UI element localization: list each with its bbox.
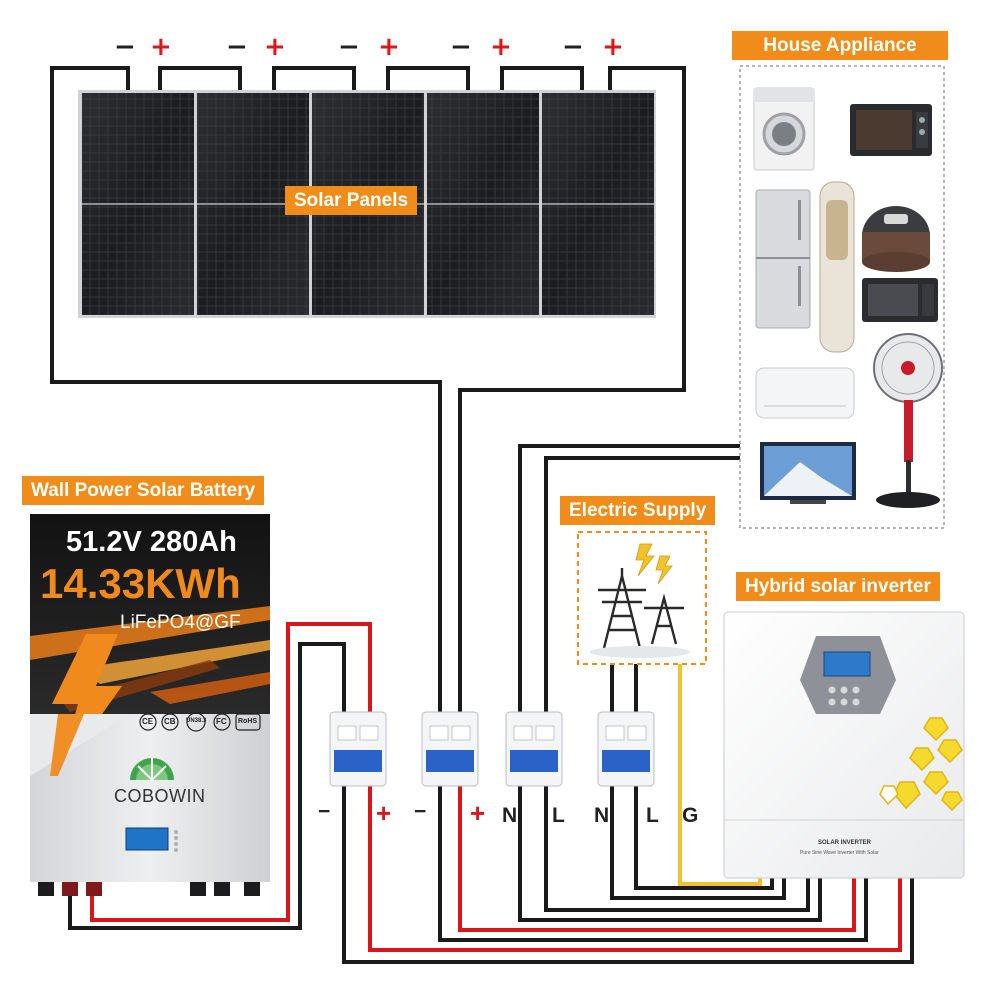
battery-voltage-capacity: 51.2V 280Ah <box>66 526 237 558</box>
breaker-terminal-load-n: N <box>502 804 518 827</box>
breaker-terminal-battery-minus: − <box>318 800 331 823</box>
inverter-buttons <box>828 686 860 706</box>
battery-terminals <box>38 882 260 896</box>
microwave-icon <box>862 278 938 322</box>
cert-rohs: RoHS <box>238 718 258 725</box>
wiring <box>50 66 914 964</box>
panel-terminal-minus: − <box>114 32 136 62</box>
breaker-group <box>329 711 655 787</box>
battery-chemistry: LiFePO4@GF <box>120 612 241 633</box>
refrigerator-icon <box>755 189 811 329</box>
appliance-l-wire <box>544 456 744 718</box>
transmission-tower-icon <box>598 568 684 649</box>
appliance-n-wire <box>518 444 744 718</box>
grid-l-to-inverter <box>634 780 774 890</box>
battery-display <box>125 827 169 851</box>
toaster-oven-icon <box>850 104 932 156</box>
cert-un383: UN38.3 <box>186 718 207 724</box>
label-house-appliance: House Appliance <box>732 31 948 60</box>
hybrid-inverter <box>723 611 965 879</box>
cert-cb: CB <box>164 717 176 726</box>
label-solar-panels: Solar Panels <box>285 186 418 215</box>
breaker-load <box>505 711 563 787</box>
cert-ce: CE <box>142 717 154 726</box>
ground-shadow <box>590 646 690 658</box>
battery-positive-wire <box>90 622 372 922</box>
yellow-diamond-decor <box>879 717 963 812</box>
panel-string-wire <box>158 66 242 92</box>
panel-terminal-minus: − <box>562 32 584 62</box>
solar-panel <box>542 93 654 315</box>
breaker-terminal-load-l: L <box>552 804 565 827</box>
inverter-display <box>823 651 871 677</box>
breaker-pv <box>421 711 479 787</box>
breaker-terminal-ground: G <box>682 804 699 827</box>
label-hybrid-inverter: Hybrid solar inverter <box>736 572 940 601</box>
panel-string-wire <box>386 66 470 92</box>
battery-positive-to-inverter <box>368 780 902 952</box>
solar-panel <box>82 93 194 315</box>
solar-panel <box>427 93 539 315</box>
panel-string-wire <box>458 66 686 718</box>
panel-string-wire <box>50 66 442 718</box>
panel-terminal-plus: + <box>378 32 400 62</box>
panel-string-wire <box>500 66 584 92</box>
sun-logo-icon <box>130 758 174 781</box>
breaker-terminal-grid-n: N <box>594 804 610 827</box>
pv-positive-to-inverter <box>458 780 856 932</box>
battery-negative-to-inverter <box>342 780 914 964</box>
breaker-grid <box>597 711 655 787</box>
certification-marks <box>139 712 261 732</box>
breaker-terminal-pv-minus: − <box>414 800 427 823</box>
grid-n-to-inverter <box>610 780 786 900</box>
panel-terminal-plus: + <box>490 32 512 62</box>
panel-terminal-minus: − <box>338 32 360 62</box>
air-purifier-icon <box>819 181 855 353</box>
solar-panel-array <box>78 90 656 318</box>
air-conditioner-icon <box>755 367 855 419</box>
load-l-to-inverter <box>544 780 810 912</box>
panel-terminal-plus: + <box>602 32 624 62</box>
inverter-model-line1: SOLAR INVERTER <box>818 840 872 846</box>
panel-terminal-minus: − <box>450 32 472 62</box>
pv-negative-to-inverter <box>438 780 868 942</box>
lightning-icon <box>635 543 673 585</box>
battery-buttons <box>174 830 178 852</box>
wall-battery <box>30 514 270 896</box>
washing-machine-icon <box>753 87 815 171</box>
panel-terminal-plus: + <box>150 32 172 62</box>
label-wall-battery: Wall Power Solar Battery <box>22 476 265 505</box>
breaker-battery <box>329 711 387 787</box>
rice-cooker-icon <box>862 206 930 272</box>
battery-energy: 14.33KWh <box>40 560 241 607</box>
television-icon <box>760 442 856 504</box>
breaker-terminal-pv-plus: + <box>470 798 486 828</box>
panel-string-wire <box>272 66 356 92</box>
label-electric-supply: Electric Supply <box>560 496 716 525</box>
cert-fc: FC <box>216 717 227 726</box>
battery-brand: COBOWIN <box>114 786 206 806</box>
inverter-model-line2: Pure Sine Wave Inverter With Solar <box>800 850 879 856</box>
battery-negative-wire <box>68 642 346 930</box>
load-n-to-inverter <box>518 780 822 922</box>
panel-terminal-plus: + <box>264 32 286 62</box>
bolt-lower <box>50 714 84 776</box>
breaker-terminal-battery-plus: + <box>376 798 392 828</box>
panel-terminal-minus: − <box>226 32 248 62</box>
standing-fan-icon <box>873 333 943 508</box>
breaker-terminal-grid-l: L <box>646 804 659 827</box>
ground-wire <box>678 664 762 886</box>
